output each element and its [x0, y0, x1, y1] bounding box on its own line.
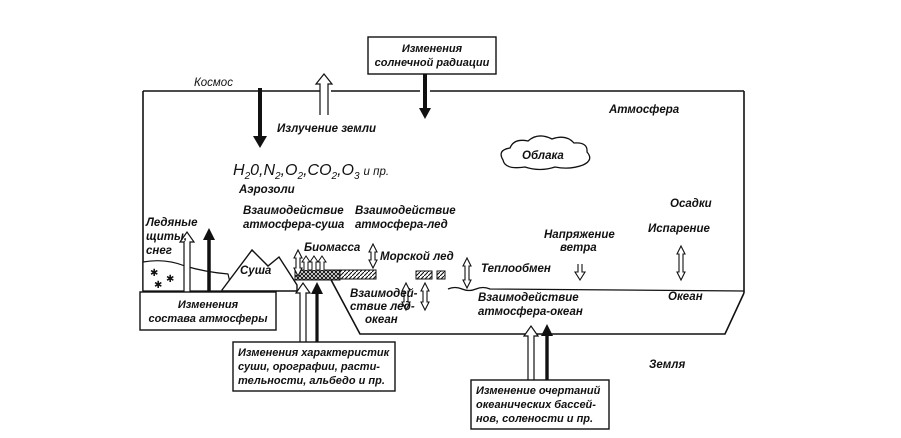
earth-label: Земля	[649, 359, 685, 371]
earth-radiation-label: Излучение земли	[277, 123, 376, 135]
land-box-line-2: суши, орографии, расти-	[238, 361, 380, 373]
sea-ice-label: Морской лед	[380, 251, 454, 263]
space-label: Космос	[194, 77, 233, 89]
sea-ice-block-1	[339, 269, 377, 280]
solar-box-line-2: солнечной радиации	[375, 57, 490, 69]
biomass-strip	[294, 269, 341, 281]
composition-box-line-1: Изменения	[178, 299, 239, 311]
ocean-box-line-3: нов, солености и пр.	[476, 413, 593, 425]
wind-stress-line-1: Напряжение	[544, 229, 615, 241]
ice-ocean-line-3: океан	[365, 314, 398, 326]
atm-land-line-2: атмосфера-суша	[243, 219, 345, 231]
biomass-label: Биомасса	[304, 242, 361, 254]
aerosols-label: Аэрозоли	[238, 184, 295, 196]
ice-ocean-line-2: ствие лед-	[350, 301, 415, 313]
svg-text:✱: ✱	[150, 268, 158, 279]
composition-box	[139, 291, 277, 331]
svg-text:✱: ✱	[154, 280, 162, 291]
ocean-change-box	[470, 379, 610, 430]
ocean-hollow-up-arrow	[522, 324, 540, 380]
atmosphere-label: Атмосфера	[608, 104, 680, 116]
ocean-box-line-1: Изменение очертаний	[476, 385, 601, 397]
atm-ice-line-1: Взаимодействие	[355, 205, 456, 217]
svg-text:✱: ✱	[166, 274, 174, 285]
ocean-solid-up-arrow	[541, 324, 553, 380]
earth-radiation-arrow	[253, 88, 267, 148]
ice-ocean-double-arrows	[401, 281, 430, 312]
ice-sheets-line-2: щиты,	[146, 231, 187, 243]
atm-ice-line-2: атмосфера-лед	[355, 219, 448, 231]
heat-exchange-label: Теплообмен	[481, 263, 551, 275]
atm-ocean-line-1: Взаимодействие	[478, 292, 579, 304]
land-label: Суша	[240, 265, 272, 277]
evaporation-double-arrow	[676, 244, 686, 282]
ice-hollow-up-arrow	[178, 230, 196, 300]
clouds-label: Облака	[522, 150, 564, 162]
ice-ocean-line-1: Взаимодей-	[350, 288, 418, 300]
solar-box-line-1: Изменения	[402, 43, 463, 55]
land-change-box	[232, 341, 396, 392]
heat-exchange-double-arrow	[462, 256, 472, 290]
ocean-box-line-2: океанических бассей-	[476, 399, 596, 411]
atm-land-line-1: Взаимодействие	[243, 205, 344, 217]
atm-ocean-line-2: атмосфера-океан	[478, 306, 583, 318]
ice-sheets-line-3: снег	[146, 245, 172, 257]
wind-stress-arrow	[574, 264, 586, 282]
evaporation-label: Испарение	[648, 223, 710, 235]
cloud-shape	[500, 135, 591, 171]
sea-ice-block-3	[436, 270, 446, 280]
ice-sheets-line-1: Ледяные	[145, 217, 198, 229]
solar-radiation-arrow	[419, 74, 431, 119]
wind-stress-line-2: ветра	[560, 242, 597, 254]
land-hollow-up-arrow	[294, 281, 312, 342]
composition-box-line-2: состава атмосферы	[148, 313, 268, 325]
biomass-small-up-arrows	[301, 255, 327, 270]
ocean-surface	[447, 286, 745, 292]
sea-ice-block-2	[415, 270, 433, 280]
land-solid-up-arrow	[311, 282, 323, 342]
solar-box	[367, 36, 497, 75]
land-box-line-3: тельности, альбедо и пр.	[238, 375, 385, 387]
space-hollow-up-arrow	[314, 73, 334, 115]
ice-solid-up-arrow	[203, 228, 215, 300]
land-box-line-1: Изменения характеристик	[238, 347, 391, 359]
atm-ice-double-arrow	[368, 242, 378, 270]
atmosphere-frame	[142, 90, 745, 293]
atm-land-double-arrow	[293, 248, 303, 278]
land-mountains	[221, 248, 298, 292]
ocean-label: Океан	[668, 291, 703, 303]
precipitation-label: Осадки	[670, 198, 712, 210]
